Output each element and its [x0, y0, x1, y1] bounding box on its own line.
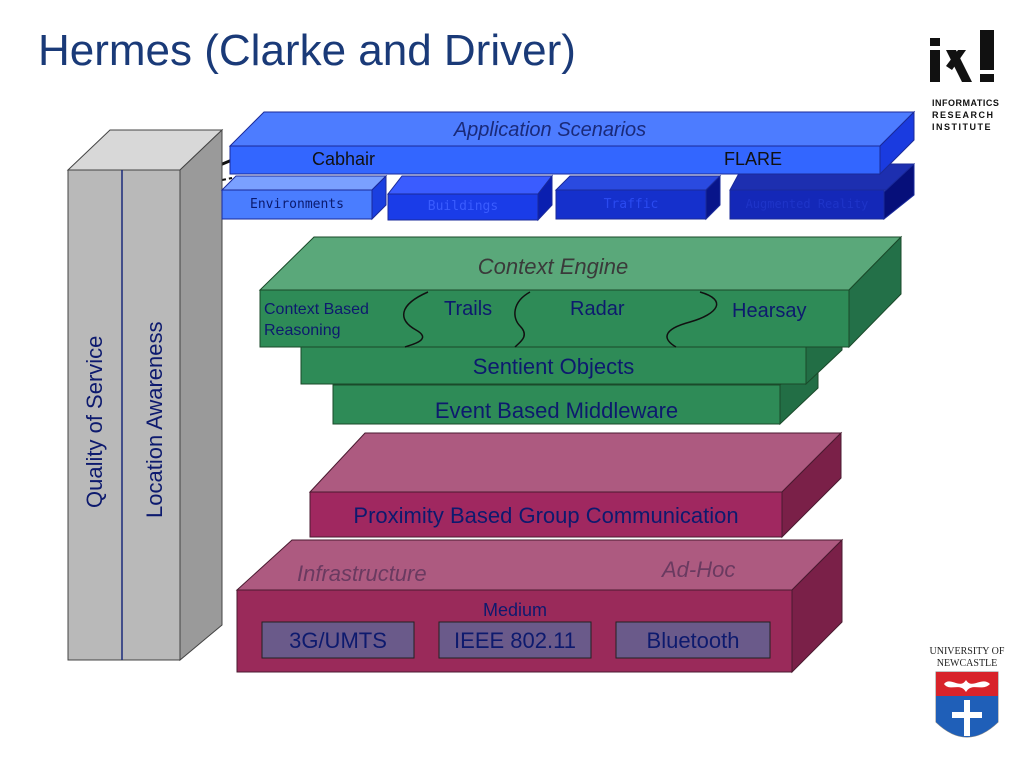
university-shield — [935, 671, 999, 738]
iri-logo-line-1: INFORMATICS — [932, 98, 1000, 108]
iri-logo-mark — [930, 30, 994, 82]
app-block-traffic: Traffic — [603, 197, 659, 212]
medium-box — [261, 621, 415, 659]
medium-label: Medium — [482, 600, 548, 620]
middleware-slab — [332, 348, 819, 426]
iri-logo-line-3: INSTITUTE — [932, 122, 992, 132]
context-reasoning-label: Context Based Reasoning — [264, 301, 369, 339]
cabhair-label: Cabhair — [312, 149, 376, 169]
medium-item-bluetooth: Bluetooth — [646, 628, 740, 653]
app-block-environments: Environments — [250, 197, 344, 212]
side-pillar — [66, 128, 224, 662]
trails-label: Trails — [444, 298, 493, 320]
hearsay-label: Hearsay — [732, 300, 807, 322]
infrastructure-label: Infrastructure — [297, 561, 427, 586]
page-title: Hermes (Clarke and Driver) — [38, 26, 576, 75]
medium-item-3g: 3G/UMTS — [289, 628, 387, 653]
event-middleware-label: Event Based Middleware — [434, 398, 679, 423]
adhoc-label: Ad-Hoc — [662, 557, 736, 582]
proximity-slab — [308, 431, 843, 539]
medium-slab — [235, 538, 844, 674]
divider-wave — [402, 291, 429, 348]
divider-wave — [666, 291, 718, 348]
sentient-slab — [300, 310, 843, 386]
divider-wave — [514, 291, 531, 348]
proximity-label: Proximity Based Group Communication — [353, 503, 739, 528]
context-slab — [258, 235, 903, 349]
app-slab — [228, 110, 916, 176]
medium-box — [615, 621, 771, 659]
flare-label: FLARE — [724, 149, 783, 169]
application-scenarios-label: Application Scenarios — [453, 119, 647, 141]
app-blocks — [220, 162, 915, 222]
location-awareness-label: Location Awareness — [142, 321, 167, 518]
radar-label: Radar — [570, 298, 625, 320]
medium-box — [438, 621, 592, 659]
university-name: UNIVERSITY OF NEWCASTLE — [929, 646, 1005, 669]
connector-line — [221, 177, 233, 181]
context-engine-label: Context Engine — [477, 254, 629, 279]
app-block-augmented-reality: Augmented Reality — [745, 197, 869, 211]
app-block-buildings: Buildings — [427, 199, 499, 214]
iri-logo-line-2: RESEARCH — [932, 110, 995, 120]
quality-of-service-label: Quality of Service — [82, 335, 107, 508]
sentient-objects-label: Sentient Objects — [472, 354, 635, 379]
medium-item-wifi: IEEE 802.11 — [454, 628, 576, 653]
